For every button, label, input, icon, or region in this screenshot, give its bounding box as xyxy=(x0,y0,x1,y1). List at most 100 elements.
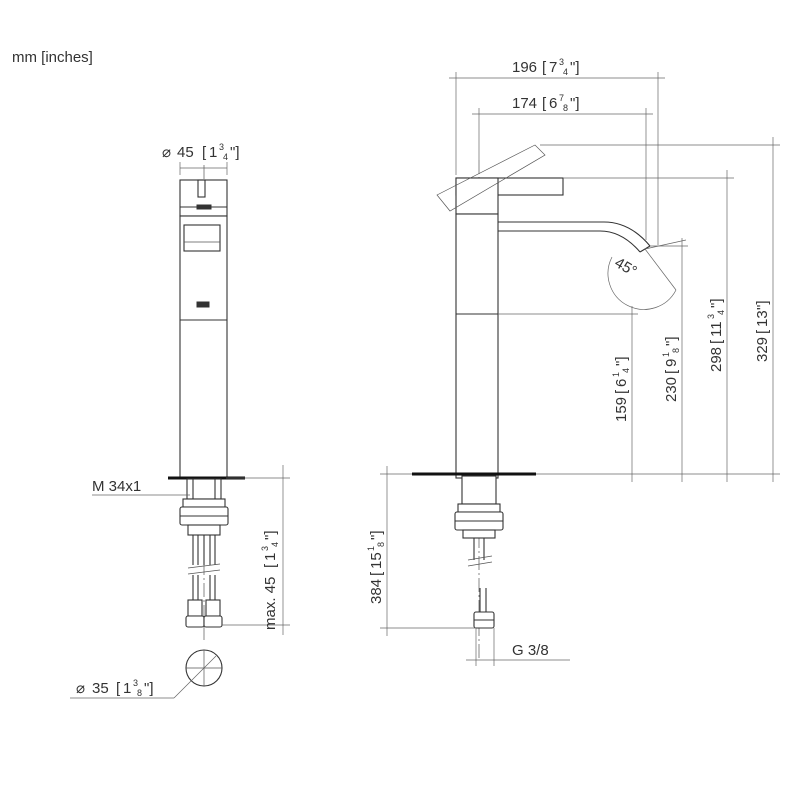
spout-bottom xyxy=(496,230,641,253)
front-fitting-right xyxy=(205,599,221,617)
svg-text:3: 3 xyxy=(559,57,564,67)
front-nut-bottom xyxy=(187,524,221,536)
svg-text:[: [ xyxy=(663,369,680,374)
svg-text:8: 8 xyxy=(671,348,681,353)
svg-text:"]: "] xyxy=(262,531,279,541)
h384-label: 384 [ 15 1 8 "] xyxy=(366,531,386,605)
svg-text:"]: "] xyxy=(613,357,630,367)
svg-text:1: 1 xyxy=(611,372,621,377)
svg-text:"]: "] xyxy=(570,59,580,76)
svg-text:7: 7 xyxy=(559,93,564,103)
d35-leader xyxy=(173,655,217,699)
svg-text:196: 196 xyxy=(512,59,537,76)
svg-text:6: 6 xyxy=(613,379,630,387)
svg-text:"]: "] xyxy=(230,144,240,161)
front-thread xyxy=(186,478,222,500)
svg-text:6: 6 xyxy=(549,95,557,112)
front-body xyxy=(179,215,228,479)
svg-text:9: 9 xyxy=(663,359,680,367)
svg-text:230: 230 xyxy=(663,377,680,402)
side-washer xyxy=(457,503,501,513)
svg-text:[: [ xyxy=(368,571,385,576)
svg-text:4: 4 xyxy=(563,67,568,77)
g38-label: G 3/8 xyxy=(512,642,549,659)
side-nut-bottom xyxy=(462,529,496,539)
svg-text:3: 3 xyxy=(706,314,716,319)
h298-label: 298 [ 11 3 4 "] xyxy=(706,299,726,373)
front-handle xyxy=(179,179,228,217)
svg-text:"]: "] xyxy=(144,680,154,697)
svg-text:[: [ xyxy=(708,339,725,344)
side-handle-block xyxy=(455,177,499,215)
svg-text:3: 3 xyxy=(260,546,270,551)
front-hoses xyxy=(187,535,221,600)
front-fitting-left xyxy=(187,599,203,617)
svg-text:[: [ xyxy=(542,95,547,112)
angle-arc xyxy=(607,256,677,310)
svg-text:4: 4 xyxy=(270,542,280,547)
d45-label: ⌀ 45 [ 1 3 4 "] xyxy=(162,142,240,162)
svg-text:[: [ xyxy=(202,144,207,161)
svg-text:[: [ xyxy=(542,59,547,76)
h329-label: 329 [ 13 "] xyxy=(754,301,771,363)
svg-text:"]: "] xyxy=(754,301,771,311)
svg-text:[: [ xyxy=(262,563,279,568)
svg-text:1: 1 xyxy=(262,553,279,561)
svg-text:11: 11 xyxy=(708,321,725,337)
svg-text:15: 15 xyxy=(368,552,385,569)
svg-text:329: 329 xyxy=(754,337,771,362)
thread-label: M 34x1 xyxy=(92,478,141,495)
svg-text:"]: "] xyxy=(368,531,385,541)
svg-text:45: 45 xyxy=(177,144,194,161)
svg-text:max. 45: max. 45 xyxy=(262,577,279,630)
svg-text:3: 3 xyxy=(133,678,138,688)
side-body xyxy=(455,213,499,479)
h159-label: 159 [ 6 1 4 "] xyxy=(611,357,631,423)
svg-text:1: 1 xyxy=(366,546,376,551)
spout-top xyxy=(496,221,651,247)
svg-text:[: [ xyxy=(116,680,121,697)
w196-label: 196 [ 7 3 4 "] xyxy=(512,57,580,77)
svg-text:7: 7 xyxy=(549,59,557,76)
front-fitting-nut-left xyxy=(185,615,205,628)
front-handle-mark xyxy=(196,204,212,210)
svg-text:8: 8 xyxy=(376,542,386,547)
angle-ray-1 xyxy=(644,239,687,250)
front-fitting-nut-right xyxy=(203,615,223,628)
svg-text:4: 4 xyxy=(223,152,228,162)
svg-text:⌀: ⌀ xyxy=(76,680,85,697)
front-handle-slot xyxy=(197,179,206,198)
unit-label: mm [inches] xyxy=(12,49,93,66)
d35-label: ⌀ 35 [ 1 3 8 "] xyxy=(76,678,154,698)
side-lever-open xyxy=(436,144,546,212)
svg-text:4: 4 xyxy=(716,310,726,315)
max45-label: max. 45 [ 1 3 4 "] xyxy=(260,531,280,631)
svg-text:4: 4 xyxy=(621,368,631,373)
svg-text:"]: "] xyxy=(570,95,580,112)
svg-text:174: 174 xyxy=(512,95,537,112)
front-marker xyxy=(196,301,210,308)
svg-text:298: 298 xyxy=(708,347,725,372)
svg-text:159: 159 xyxy=(613,397,630,422)
svg-text:[: [ xyxy=(613,389,630,394)
svg-text:1: 1 xyxy=(661,352,671,357)
front-opening xyxy=(183,224,221,252)
svg-text:8: 8 xyxy=(137,688,142,698)
svg-text:"]: "] xyxy=(708,299,725,309)
angle-label: 45° xyxy=(612,254,640,280)
front-view: ⌀ 45 [ 1 3 4 "] M 34x1 max. 45 [ 1 3 4 "… xyxy=(70,142,290,699)
svg-text:⌀: ⌀ xyxy=(162,144,171,161)
svg-text:35: 35 xyxy=(92,680,109,697)
svg-text:[: [ xyxy=(754,329,771,334)
svg-text:3: 3 xyxy=(219,142,224,152)
side-hoses xyxy=(467,538,493,612)
side-thread xyxy=(461,475,497,505)
svg-text:384: 384 xyxy=(368,579,385,604)
svg-text:8: 8 xyxy=(563,103,568,113)
svg-text:"]: "] xyxy=(663,337,680,347)
svg-text:1: 1 xyxy=(209,144,217,161)
w174-label: 174 [ 6 7 8 "] xyxy=(512,93,580,113)
front-washer xyxy=(182,498,226,508)
